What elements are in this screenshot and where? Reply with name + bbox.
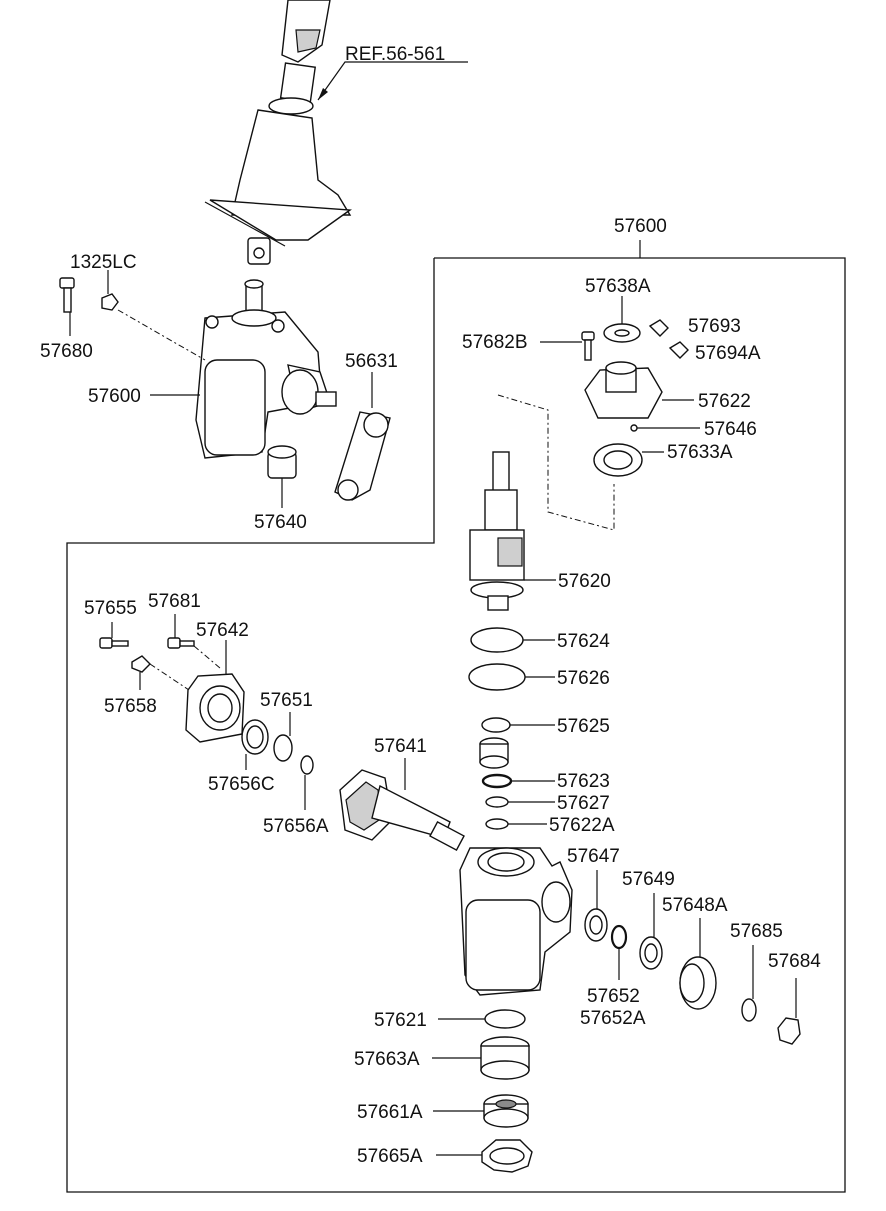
bolt-alignment-dash xyxy=(117,309,206,361)
label-57621: 57621 xyxy=(374,1010,427,1031)
washer-57685-drawing xyxy=(741,998,757,1022)
oring-57626-drawing xyxy=(468,663,526,691)
snap-ring-57623-drawing xyxy=(481,773,513,789)
side-cover-57642-drawing xyxy=(185,673,245,743)
adjuster-plug-drawing xyxy=(479,737,509,769)
ref-leader xyxy=(317,61,468,101)
oring-57651-drawing xyxy=(273,734,293,762)
fitting-57694A-drawing xyxy=(668,341,689,359)
label-57646: 57646 xyxy=(704,419,757,440)
label-57633A: 57633A xyxy=(667,442,733,463)
seal-57633A-drawing xyxy=(593,443,643,477)
label-57682B: 57682B xyxy=(462,332,528,353)
oring-57656A-drawing xyxy=(300,755,314,775)
bolt-57682B-drawing xyxy=(581,331,595,361)
bush-57640-drawing xyxy=(267,445,297,479)
label-57655: 57655 xyxy=(84,598,137,619)
label-57694A: 57694A xyxy=(695,343,761,364)
label-56631: 56631 xyxy=(345,351,398,372)
alignment-dash xyxy=(497,394,615,531)
sector-shaft-57641-drawing xyxy=(339,769,465,852)
gearbox-assembly-drawing xyxy=(195,279,337,459)
label-57663A: 57663A xyxy=(354,1049,420,1070)
label-57656C: 57656C xyxy=(208,774,275,795)
bolt-57681-drawing xyxy=(167,637,195,649)
label-57638A: 57638A xyxy=(585,276,651,297)
oring-57624-drawing xyxy=(470,627,524,653)
label-57620: 57620 xyxy=(558,571,611,592)
bush-57663A-drawing xyxy=(480,1036,530,1080)
valve-shaft-57620-drawing xyxy=(469,451,525,611)
label-57640: 57640 xyxy=(254,512,307,533)
boot-57648A-drawing xyxy=(679,956,717,1010)
label-57626: 57626 xyxy=(557,668,610,689)
nut-57658-drawing xyxy=(131,655,151,673)
label-57665A: 57665A xyxy=(357,1146,423,1167)
nut-alignment-dash xyxy=(149,663,193,693)
label-57649: 57649 xyxy=(622,869,675,890)
bolt-57655-drawing xyxy=(99,637,129,649)
label-57625: 57625 xyxy=(557,716,610,737)
label-57624: 57624 xyxy=(557,631,610,652)
ref-arrow-icon xyxy=(318,88,328,100)
oring-57622A-drawing xyxy=(485,818,509,830)
label-57623: 57623 xyxy=(557,771,610,792)
assembly-frame xyxy=(66,257,846,1193)
label-57648A: 57648A xyxy=(662,895,728,916)
label-57622: 57622 xyxy=(698,391,751,412)
label-57652: 57652 xyxy=(587,986,640,1007)
label-1325LC: 1325LC xyxy=(70,252,137,273)
label-57693: 57693 xyxy=(688,316,741,337)
label-57656A: 57656A xyxy=(263,816,329,837)
snap-ring-57652-drawing xyxy=(610,924,628,950)
label-assy-top: 57600 xyxy=(614,216,667,237)
locknut-57665A-drawing xyxy=(481,1139,533,1173)
oring-57627-drawing xyxy=(485,796,509,808)
oring-57621-drawing xyxy=(484,1009,526,1029)
gear-housing-drawing xyxy=(459,847,573,996)
label-57600: 57600 xyxy=(88,386,141,407)
label-57641: 57641 xyxy=(374,736,427,757)
bearing-57661A-drawing xyxy=(483,1094,529,1128)
label-57647: 57647 xyxy=(567,846,620,867)
label-57680: 57680 xyxy=(40,341,93,362)
oring-57625-drawing xyxy=(481,717,511,733)
oring-57646-drawing xyxy=(630,424,638,432)
label-57652A: 57652A xyxy=(580,1008,646,1029)
pitman-arm-drawing xyxy=(334,411,391,501)
bolt-alignment-dash-2 xyxy=(193,645,221,669)
nut-57684-drawing xyxy=(777,1017,801,1045)
label-57642: 57642 xyxy=(196,620,249,641)
label-57622A: 57622A xyxy=(549,815,615,836)
steering-column-drawing xyxy=(204,0,352,265)
label-57661A: 57661A xyxy=(357,1102,423,1123)
label-ref: REF.56-561 xyxy=(345,44,445,65)
bolt-1325LC-drawing xyxy=(59,277,119,313)
label-57627: 57627 xyxy=(557,793,610,814)
fitting-57693-drawing xyxy=(648,319,669,337)
cover-57622-drawing xyxy=(584,361,663,419)
label-57684: 57684 xyxy=(768,951,821,972)
label-57651: 57651 xyxy=(260,690,313,711)
label-57681: 57681 xyxy=(148,591,201,612)
label-57658: 57658 xyxy=(104,696,157,717)
label-57685: 57685 xyxy=(730,921,783,942)
